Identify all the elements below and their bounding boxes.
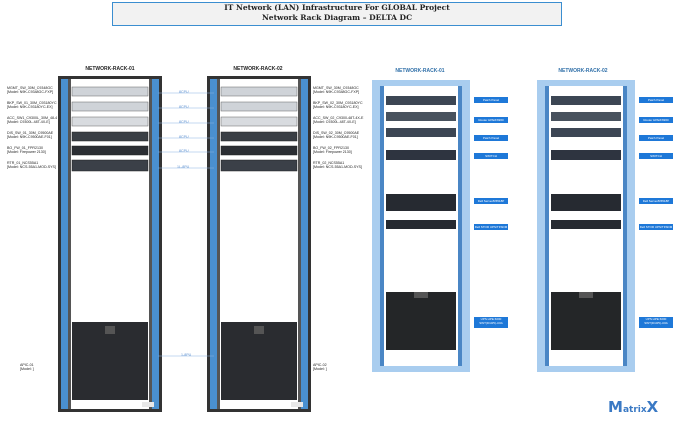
r1-dev-label-3: ACC_SW1_C9300L_30M_48-4[Model: C9300L-48… — [7, 116, 58, 125]
link-label-6: 1L-8PU — [177, 165, 190, 169]
logo-suffix: X — [646, 398, 659, 416]
logo-text: atrix — [622, 405, 647, 415]
right-rack2-label: NETWORK-RACK-02 — [558, 68, 608, 74]
r2-tag-dell-server: Dell Server/R6518P — [639, 198, 673, 204]
r2-dev-label-3: ACC_SW_02_C9300-48T-4X-E[Model: C9300L-4… — [313, 116, 364, 125]
r2-tag-patch-panel-1: Patch Panel — [639, 97, 673, 103]
right-rack1-drawing — [372, 80, 470, 372]
r1-tag-switch: SWITCH — [474, 153, 508, 159]
r2-dev-label-1: MGMT_SW_30M_C9348GC[Model: N9K-C9348GC-F… — [313, 86, 360, 95]
matrix-logo: MatrixX — [608, 398, 658, 416]
r2-tag-router: Router HPE/F6960 — [639, 117, 673, 123]
r1-dev-label-1: MGMT_SW_30M_C9348GC[Model: N9K-C9348GC-F… — [7, 86, 54, 95]
link-label-5: 8CPU — [179, 149, 189, 153]
r2-dev-label-2: BKP_SW_02_30M_C93180YC[Model: N9K-C93180… — [313, 101, 363, 110]
r1-tag-patch-panel-1: Patch Panel — [474, 97, 508, 103]
left-rack2-devices — [220, 86, 298, 172]
r1-dev-label-2: BKP_SW_01_30M_C93180YC[Model: N9K-C93180… — [7, 101, 57, 110]
left-rack1-drawing — [58, 76, 162, 412]
r1-tag-dell-stor: Dell STOR UPS/TFSDM — [474, 224, 508, 230]
left-rack2-label: NETWORK-RACK-02 — [233, 66, 283, 72]
title-line-1: IT Network (LAN) Infrastructure For GLOB… — [224, 3, 450, 12]
r2-tag-dell-stor: Dell STOR UPS/TFSDM — [639, 224, 673, 230]
link-label-3: 8CPU — [179, 120, 189, 124]
r2-dev-label-5: BO_FW_02_FPR2130[Model: Firepower 2130] — [313, 146, 352, 155]
r2-tag-patch-panel-2: Patch Panel — [639, 135, 673, 141]
r2-tag-ups: UPS HPE 6000 SWT(D10/5)-U0A — [639, 317, 673, 328]
title-box: IT Network (LAN) Infrastructure For GLOB… — [112, 2, 562, 26]
left-rack2-drawing — [207, 76, 311, 412]
r1-dev-label-6: RTR_01_NCS55A1[Model: NCS-55A1-MOD-SYS] — [7, 161, 56, 170]
r1-dev-label-5: BO_FW_01_FPR2130[Model: Firepower 2130] — [7, 146, 46, 155]
r2-dev-label-6: RTR_02_NCS55A1[Model: NCS-55A1-MOD-SYS] — [313, 161, 362, 170]
logo-prefix: M — [608, 398, 623, 416]
link-label-2: 8CPU — [179, 105, 189, 109]
right-rack2-drawing — [537, 80, 635, 372]
r1-dev-label-4: DIS_SW_01_30M_C9500AE[Model: N9K-C9500AE… — [7, 131, 54, 140]
title-line-2: Network Rack Diagram – DELTA DC — [261, 13, 413, 22]
r1-tag-dell-server: Dell Server/R6518P — [474, 198, 508, 204]
r2-dev-label-4: DIS_SW_02_30M_C9500AE[Model: N9K-C9500AE… — [313, 131, 360, 140]
r2-bottom-label: APIC-02[Model: ] — [313, 363, 327, 372]
link-label-4: 8CPU — [179, 135, 189, 139]
r1-bottom-label: APIC-01[Model: ] — [20, 363, 34, 372]
link-label-bottom: 1-8PU — [181, 353, 192, 357]
r1-tag-patch-panel-2: Patch Panel — [474, 135, 508, 141]
left-rack2-ups — [221, 322, 297, 400]
right-rack1-label: NETWORK-RACK-01 — [395, 68, 445, 74]
r1-tag-ups: UPS HPE 6000 SWT(D10/5)-U0A — [474, 317, 508, 328]
link-label-1: 8CPU — [179, 90, 189, 94]
r1-tag-router: Router HPE/F6960 — [474, 117, 508, 123]
left-rack1-label: NETWORK-RACK-01 — [85, 66, 135, 72]
r2-tag-switch: SWITCH — [639, 153, 673, 159]
left-rack1-devices — [71, 86, 149, 172]
left-rack1-ups — [72, 322, 148, 400]
